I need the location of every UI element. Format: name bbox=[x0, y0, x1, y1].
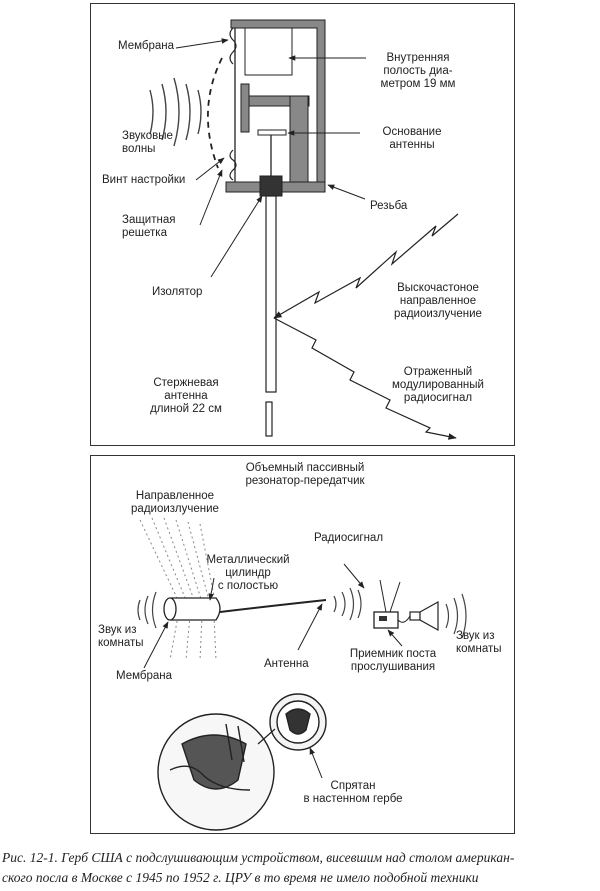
label-radio-signal: Радиосигнал bbox=[314, 532, 384, 544]
label-antenna: Антенна bbox=[264, 658, 309, 670]
signal-waves bbox=[333, 587, 362, 621]
sound-waves-right bbox=[445, 593, 467, 639]
resonator-housing bbox=[225, 19, 326, 193]
antenna-base-plate bbox=[257, 129, 287, 136]
label-thread: Резьба bbox=[370, 200, 408, 212]
figure-caption: Рис. 12-1. Герб США с подслушивающим уст… bbox=[2, 850, 515, 885]
label-tuning-screw: Винт настройки bbox=[102, 174, 186, 186]
coat-of-arms-emblem bbox=[269, 693, 327, 751]
sound-waves-top bbox=[149, 77, 202, 147]
label-membrane-top: Мембрана bbox=[117, 40, 174, 52]
magnified-emblem bbox=[157, 713, 275, 831]
membrane-line bbox=[229, 27, 237, 181]
radiation-beam bbox=[139, 517, 217, 661]
rod-antenna bbox=[265, 195, 277, 393]
sound-waves-left bbox=[137, 591, 157, 629]
metal-cylinder bbox=[163, 597, 221, 621]
insulator-block bbox=[259, 175, 283, 197]
top-panel bbox=[90, 3, 515, 446]
label-insulator: Изолятор bbox=[152, 286, 203, 298]
reflected-ray bbox=[273, 317, 457, 440]
speaker bbox=[409, 600, 439, 632]
label-membrane-bottom: Мембрана bbox=[116, 670, 173, 682]
rod-antenna-tip bbox=[265, 401, 273, 437]
protective-grid-arc bbox=[207, 57, 223, 169]
antenna-wire bbox=[219, 599, 327, 613]
hf-radiation-ray bbox=[273, 213, 459, 319]
